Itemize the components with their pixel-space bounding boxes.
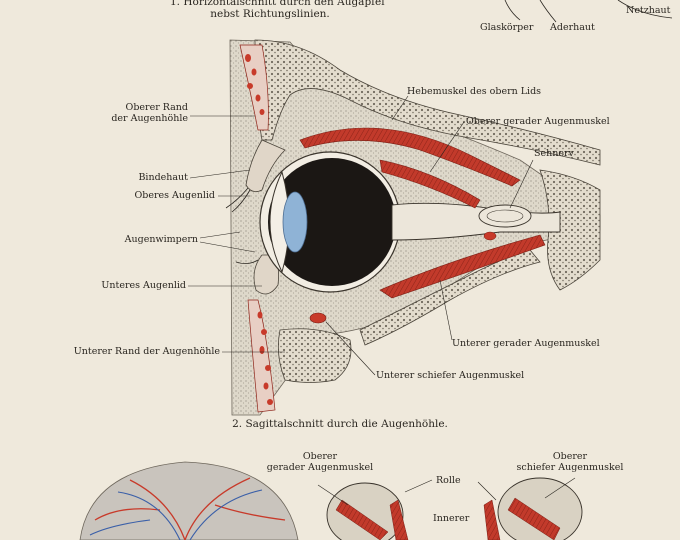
optic-nerve-cross [478,204,532,228]
maxilla-bone [277,328,352,383]
label-aderhaut: Aderhaut [550,22,595,33]
superior-rectus [379,159,481,209]
inferior-oblique [309,312,327,324]
label-fig3-oberer-schiefer: Oberer schiefer Augenmuskel [516,451,624,473]
upper-skin-vessels [239,44,269,131]
figure-1-fragment [504,0,673,23]
upper-eyelid [245,139,286,193]
eye-muscles-left [326,482,404,540]
label-fig3-rolle: Rolle [436,475,461,486]
label-fig3-innerer: Innerer [433,513,470,524]
eye-muscles-right [497,477,583,540]
label-unteres-augenlid: Unteres Augenlid [101,280,186,291]
frontal-bone [254,39,601,166]
inferior-rectus [379,234,546,299]
eyeball-interior [268,158,396,286]
eyelashes [225,187,259,264]
label-unterer-gerader: Unterer gerader Augenmuskel [452,338,600,349]
label-oberes-augenlid: Oberes Augenlid [134,190,215,201]
label-unterer-schiefer: Unterer schiefer Augenmuskel [376,370,525,381]
label-oberer-rand: Oberer Rand der Augenhöhle [111,102,188,124]
label-sehnerv: Sehnerv [534,148,574,159]
figure-2-sagittal-section [188,39,601,416]
label-oberer-gerader: Oberer gerader Augenmuskel [466,116,610,127]
label-fig3-oberer-gerader: Oberer gerader Augenmuskel [266,451,374,473]
figure-2-caption: 2. Sagittalschnitt durch die Augenhöhle. [232,418,448,430]
label-glaskoerper: Glaskörper [480,22,534,33]
leader-lines [188,95,534,376]
label-hebemuskel: Hebemuskel des obern Lids [407,86,542,97]
figure-1-caption: 1. Horizontalschnitt durch den Augapfel … [170,0,385,20]
label-unterer-rand: Unterer Rand der Augenhöhle [73,346,220,357]
levator-muscle [299,127,521,187]
retina-fundus [79,461,299,540]
label-augenwimpern: Augenwimpern [124,234,198,245]
figure-3-fragment [79,461,583,540]
label-netzhaut: Netzhaut [626,5,671,16]
label-bindehaut: Bindehaut [138,172,188,183]
lens [282,191,308,253]
